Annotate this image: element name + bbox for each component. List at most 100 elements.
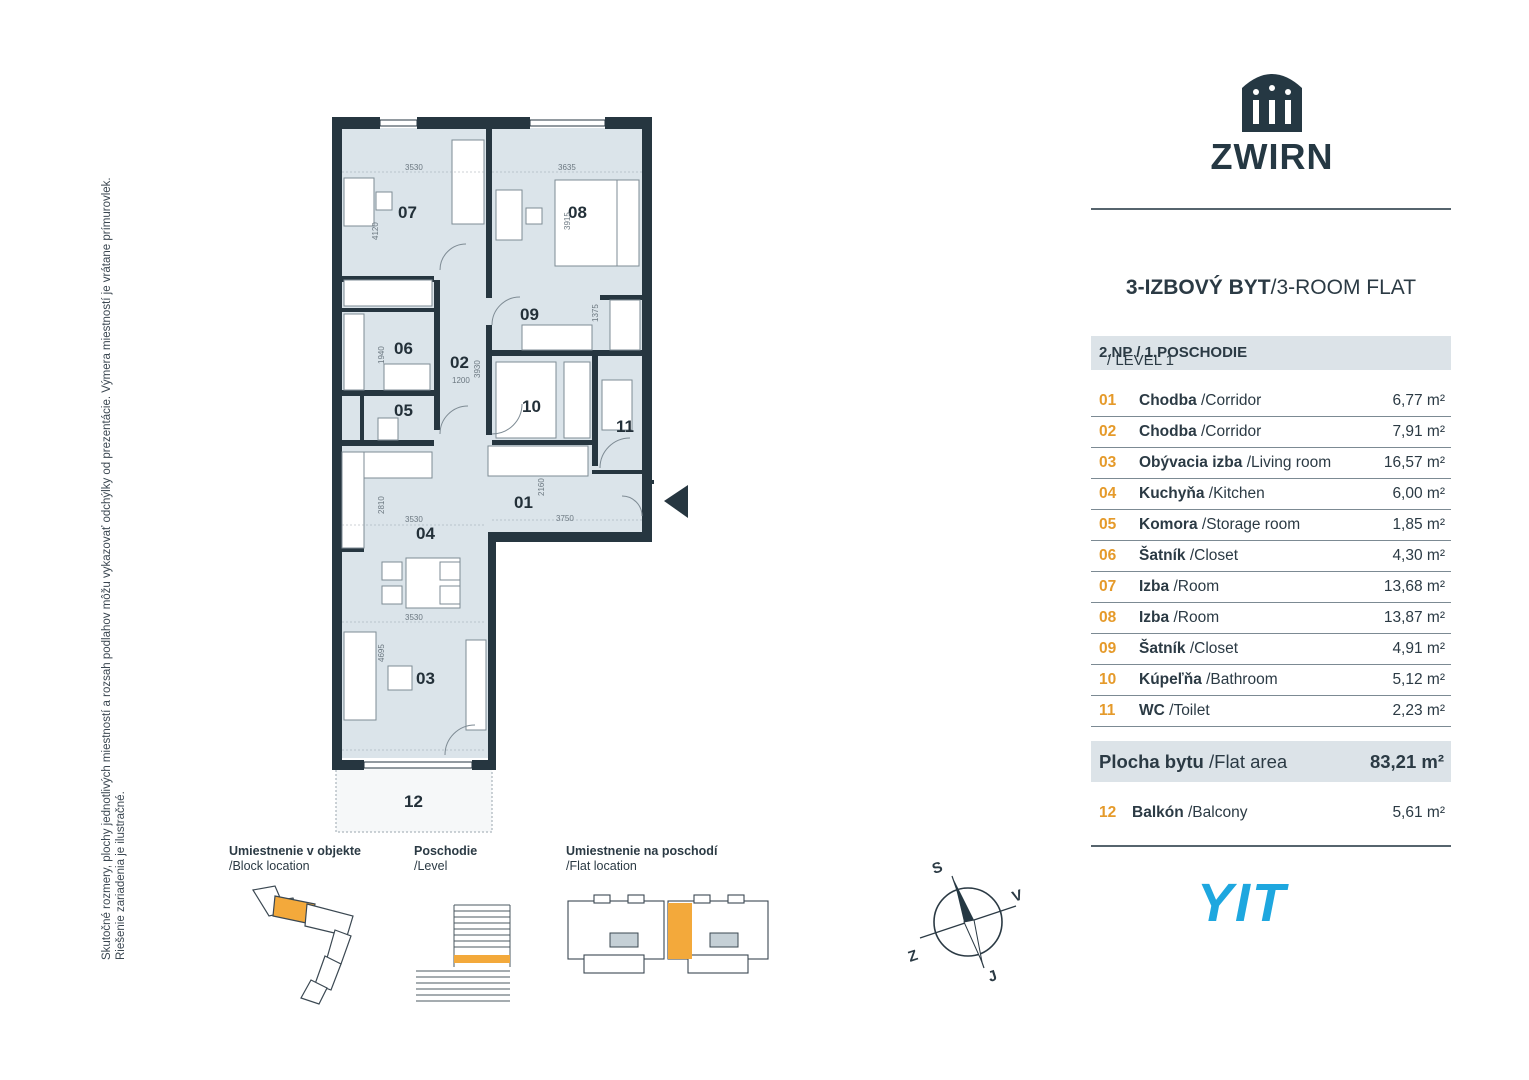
room-name-sk: WC <box>1139 702 1165 719</box>
dimension-label: 1375 <box>591 304 600 322</box>
room-name: Izba /Room <box>1139 571 1371 603</box>
disclaimer: Skutočné rozmery, plochy jednotlivých mi… <box>100 110 128 960</box>
flat-location-map <box>567 894 769 974</box>
disclaimer-line-2: Riešenie zariadenia je ilustračné. <box>115 791 127 960</box>
flat-title-rest: /3-ROOM FLAT <box>1270 276 1417 299</box>
room-label-04: 04 <box>416 524 435 543</box>
room-name-sk: Obývacia izba <box>1139 454 1243 471</box>
compass-rose-icon: S V J Z <box>906 859 1025 986</box>
room-name-en: /Room <box>1169 609 1220 626</box>
room-area: 1,85 m² <box>1370 509 1451 541</box>
room-number: 01 <box>1091 386 1139 417</box>
room-number: 10 <box>1091 664 1139 696</box>
level-location-label: Poschodie /Level <box>414 844 477 874</box>
furniture <box>341 139 641 731</box>
level-rest: / LEVEL 1 <box>1107 352 1174 369</box>
room-label-12: 12 <box>404 792 423 811</box>
balcony-row: 12 Balkón /Balcony 5,61 m² <box>1091 798 1451 828</box>
room-name: Šatník /Closet <box>1139 633 1371 665</box>
level-location-title: Poschodie <box>414 844 478 858</box>
room-name: Chodba /Corridor <box>1139 386 1371 417</box>
brand-logo-text: ZWIRN <box>1210 136 1334 177</box>
room-label-02: 02 <box>450 353 469 372</box>
room-name-en: /Toilet <box>1164 702 1210 719</box>
room-name: Šatník /Closet <box>1139 540 1371 572</box>
room-area: 4,30 m² <box>1370 540 1451 572</box>
flat-location-label: Umiestnenie na poschodí /Flat location <box>566 844 717 874</box>
room-name: Chodba /Corridor <box>1139 416 1371 448</box>
balcony-name: Balkón <box>1132 804 1184 821</box>
room-area: 13,68 m² <box>1370 571 1451 603</box>
balcony-number: 12 <box>1099 804 1117 821</box>
dimension-label: 3635 <box>558 163 576 172</box>
room-name: WC /Toilet <box>1139 695 1371 727</box>
compass-south: J <box>986 967 999 986</box>
total-area-bar: Plocha bytu /Flat area 83,21 m² <box>1091 741 1451 782</box>
block-location-title: Umiestnenie v objekte <box>229 844 361 858</box>
room-number: 05 <box>1091 509 1139 541</box>
dimension-label: 2160 <box>537 478 546 496</box>
room-name-sk: Chodba <box>1139 423 1197 440</box>
room-area: 13,87 m² <box>1370 602 1451 634</box>
room-number: 07 <box>1091 571 1139 603</box>
room-name-sk: Izba <box>1139 609 1170 626</box>
room-name-sk: Komora <box>1139 516 1198 533</box>
flat-title-bold: 3-IZBOVÝ BYT <box>1125 276 1271 299</box>
room-name-en: /Closet <box>1185 547 1239 564</box>
flat-location-sub: /Flat location <box>566 859 637 873</box>
room-name-en: /Storage room <box>1197 516 1301 533</box>
level-location-diagram <box>416 904 511 1002</box>
door-swings <box>439 243 643 756</box>
compass-north: S <box>930 859 945 878</box>
room-number: 03 <box>1091 447 1139 479</box>
dimension-label: 1200 <box>452 376 470 385</box>
dimension-label: 3530 <box>405 613 423 622</box>
total-area-label: Plocha bytu <box>1099 751 1204 772</box>
balcony-name-en: /Balcony <box>1183 804 1248 821</box>
room-area: 5,12 m² <box>1370 664 1451 696</box>
dimension-label: 1940 <box>377 346 386 364</box>
room-name-en: /Living room <box>1242 454 1332 471</box>
room-name: Kúpeľňa /Bathroom <box>1139 664 1371 696</box>
room-label-03: 03 <box>416 669 435 688</box>
room-name-en: /Corridor <box>1196 423 1262 440</box>
compass-west: Z <box>906 947 920 966</box>
room-label-09: 09 <box>520 305 539 324</box>
disclaimer-line-1: Skutočné rozmery, plochy jednotlivých mi… <box>101 177 113 960</box>
dimension-label: 2810 <box>377 496 386 514</box>
room-label-05: 05 <box>394 401 413 420</box>
room-name-sk: Kuchyňa <box>1139 485 1205 502</box>
room-label-10: 10 <box>522 397 541 416</box>
dimension-label: 3750 <box>556 514 574 523</box>
room-name-sk: Šatník <box>1139 547 1186 564</box>
dimension-label: 3930 <box>473 360 482 378</box>
room-name: Izba /Room <box>1139 602 1371 634</box>
flat-title: 3-IZBOVÝ BYT/3-ROOM FLAT <box>1091 276 1451 300</box>
dimension-label: 4120 <box>371 222 380 240</box>
room-name-sk: Chodba <box>1139 392 1197 409</box>
block-location-sub: /Block location <box>229 859 310 873</box>
entrance-arrow-icon <box>664 485 688 518</box>
level-bold: 2.NP / 1.POSCHODIE <box>1099 344 1248 361</box>
room-name-en: /Kitchen <box>1204 485 1265 502</box>
floor-plan: 07 08 09 06 02 05 10 11 01 04 03 12 3530… <box>332 117 688 833</box>
room-label-07: 07 <box>398 203 417 222</box>
room-number: 11 <box>1091 695 1139 727</box>
room-name-en: /Closet <box>1185 640 1239 657</box>
block-location-map <box>252 885 354 1005</box>
room-name: Obývacia izba /Living room <box>1139 447 1371 479</box>
room-area: 6,00 m² <box>1370 478 1451 510</box>
room-label-08: 08 <box>568 203 587 222</box>
outer-walls <box>332 117 654 770</box>
partner-logo: YIT <box>1197 873 1288 933</box>
dimension-label: 4695 <box>377 644 386 662</box>
room-name-en: /Bathroom <box>1201 671 1278 688</box>
room-name-en: /Corridor <box>1196 392 1262 409</box>
